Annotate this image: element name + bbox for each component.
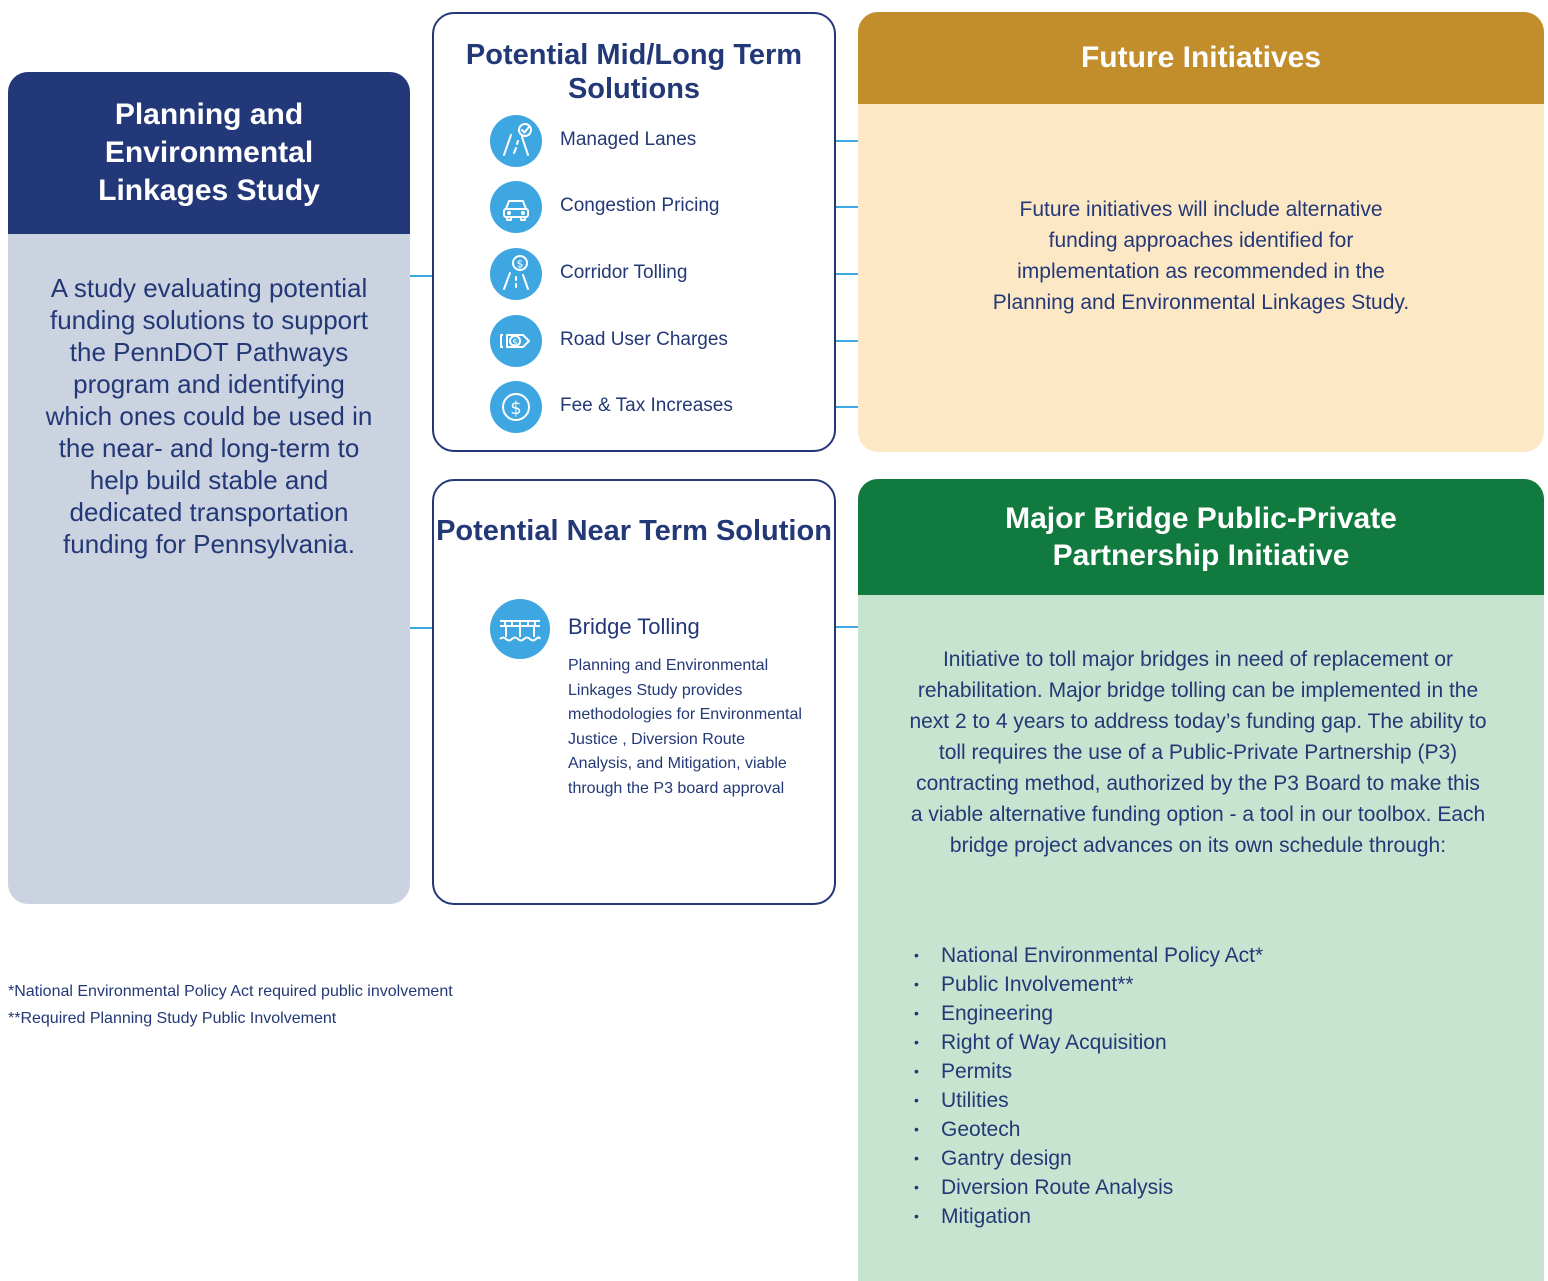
bridge-p3-steps: National Environmental Policy Act* Publi…	[906, 941, 1263, 1231]
list-item: Permits	[906, 1057, 1263, 1086]
svg-text:$: $	[510, 398, 521, 419]
svg-text:$: $	[517, 258, 524, 271]
car-icon	[490, 181, 542, 233]
list-item: National Environmental Policy Act*	[906, 941, 1263, 970]
bridge-p3-text: Initiative to toll major bridges in need…	[909, 648, 1487, 857]
near-term-box: Potential Near Term Solution	[432, 479, 836, 905]
mid-long-term-title: Potential Mid/Long Term Solutions	[465, 39, 803, 105]
road-user-charge-icon: $	[490, 315, 542, 367]
near-term-title: Potential Near Term Solution	[436, 515, 832, 547]
mid-long-term-box: Potential Mid/Long Term Solutions	[432, 12, 836, 452]
solution-label-congestion-pricing: Congestion Pricing	[560, 195, 720, 216]
bridge-icon	[490, 599, 550, 659]
future-initiatives-box: Future Initiatives Future initiatives wi…	[858, 12, 1544, 452]
footnote: **Required Planning Study Public Involve…	[8, 1010, 337, 1027]
solution-label-bridge-tolling: Bridge Tolling	[568, 614, 700, 639]
bridge-tolling-description: Planning and Environmental Linkages Stud…	[568, 657, 802, 797]
list-item: Geotech	[906, 1115, 1263, 1144]
solution-label-fee-tax: Fee & Tax Increases	[560, 395, 733, 416]
future-initiatives-title: Future Initiatives	[1080, 41, 1322, 74]
footnote: *National Environmental Policy Act requi…	[8, 983, 453, 1000]
solution-label-managed-lanes: Managed Lanes	[560, 129, 697, 150]
bridge-p3-header: Major Bridge Public-Private Partnership …	[858, 479, 1544, 595]
bridge-p3-box: Major Bridge Public-Private Partnership …	[858, 479, 1544, 1281]
pel-study-header: Planning and Environmental Linkages Stud…	[8, 72, 410, 234]
pel-study-description: A study evaluating potential funding sol…	[45, 273, 373, 559]
future-initiatives-text: Future initiatives will include alternat…	[992, 198, 1410, 314]
list-item: Mitigation	[906, 1202, 1263, 1231]
list-item: Engineering	[906, 999, 1263, 1028]
pel-study-card: Planning and Environmental Linkages Stud…	[8, 72, 410, 904]
list-item: Gantry design	[906, 1144, 1263, 1173]
solution-label-corridor-tolling: Corridor Tolling	[560, 262, 688, 283]
footnotes: *National Environmental Policy Act requi…	[8, 978, 453, 1032]
list-item: Diversion Route Analysis	[906, 1173, 1263, 1202]
dollar-icon: $	[490, 381, 542, 433]
list-item: Utilities	[906, 1086, 1263, 1115]
svg-text:$: $	[512, 338, 518, 348]
list-item: Right of Way Acquisition	[906, 1028, 1263, 1057]
solution-label-road-user-charges: Road User Charges	[560, 329, 728, 350]
managed-lanes-icon	[490, 115, 542, 167]
toll-road-icon: $	[490, 248, 542, 300]
bridge-p3-title: Major Bridge Public-Private Partnership …	[1005, 502, 1397, 572]
list-item: Public Involvement**	[906, 970, 1263, 999]
pel-study-title: Planning and Environmental Linkages Stud…	[98, 98, 320, 207]
future-initiatives-header: Future Initiatives	[858, 12, 1544, 104]
